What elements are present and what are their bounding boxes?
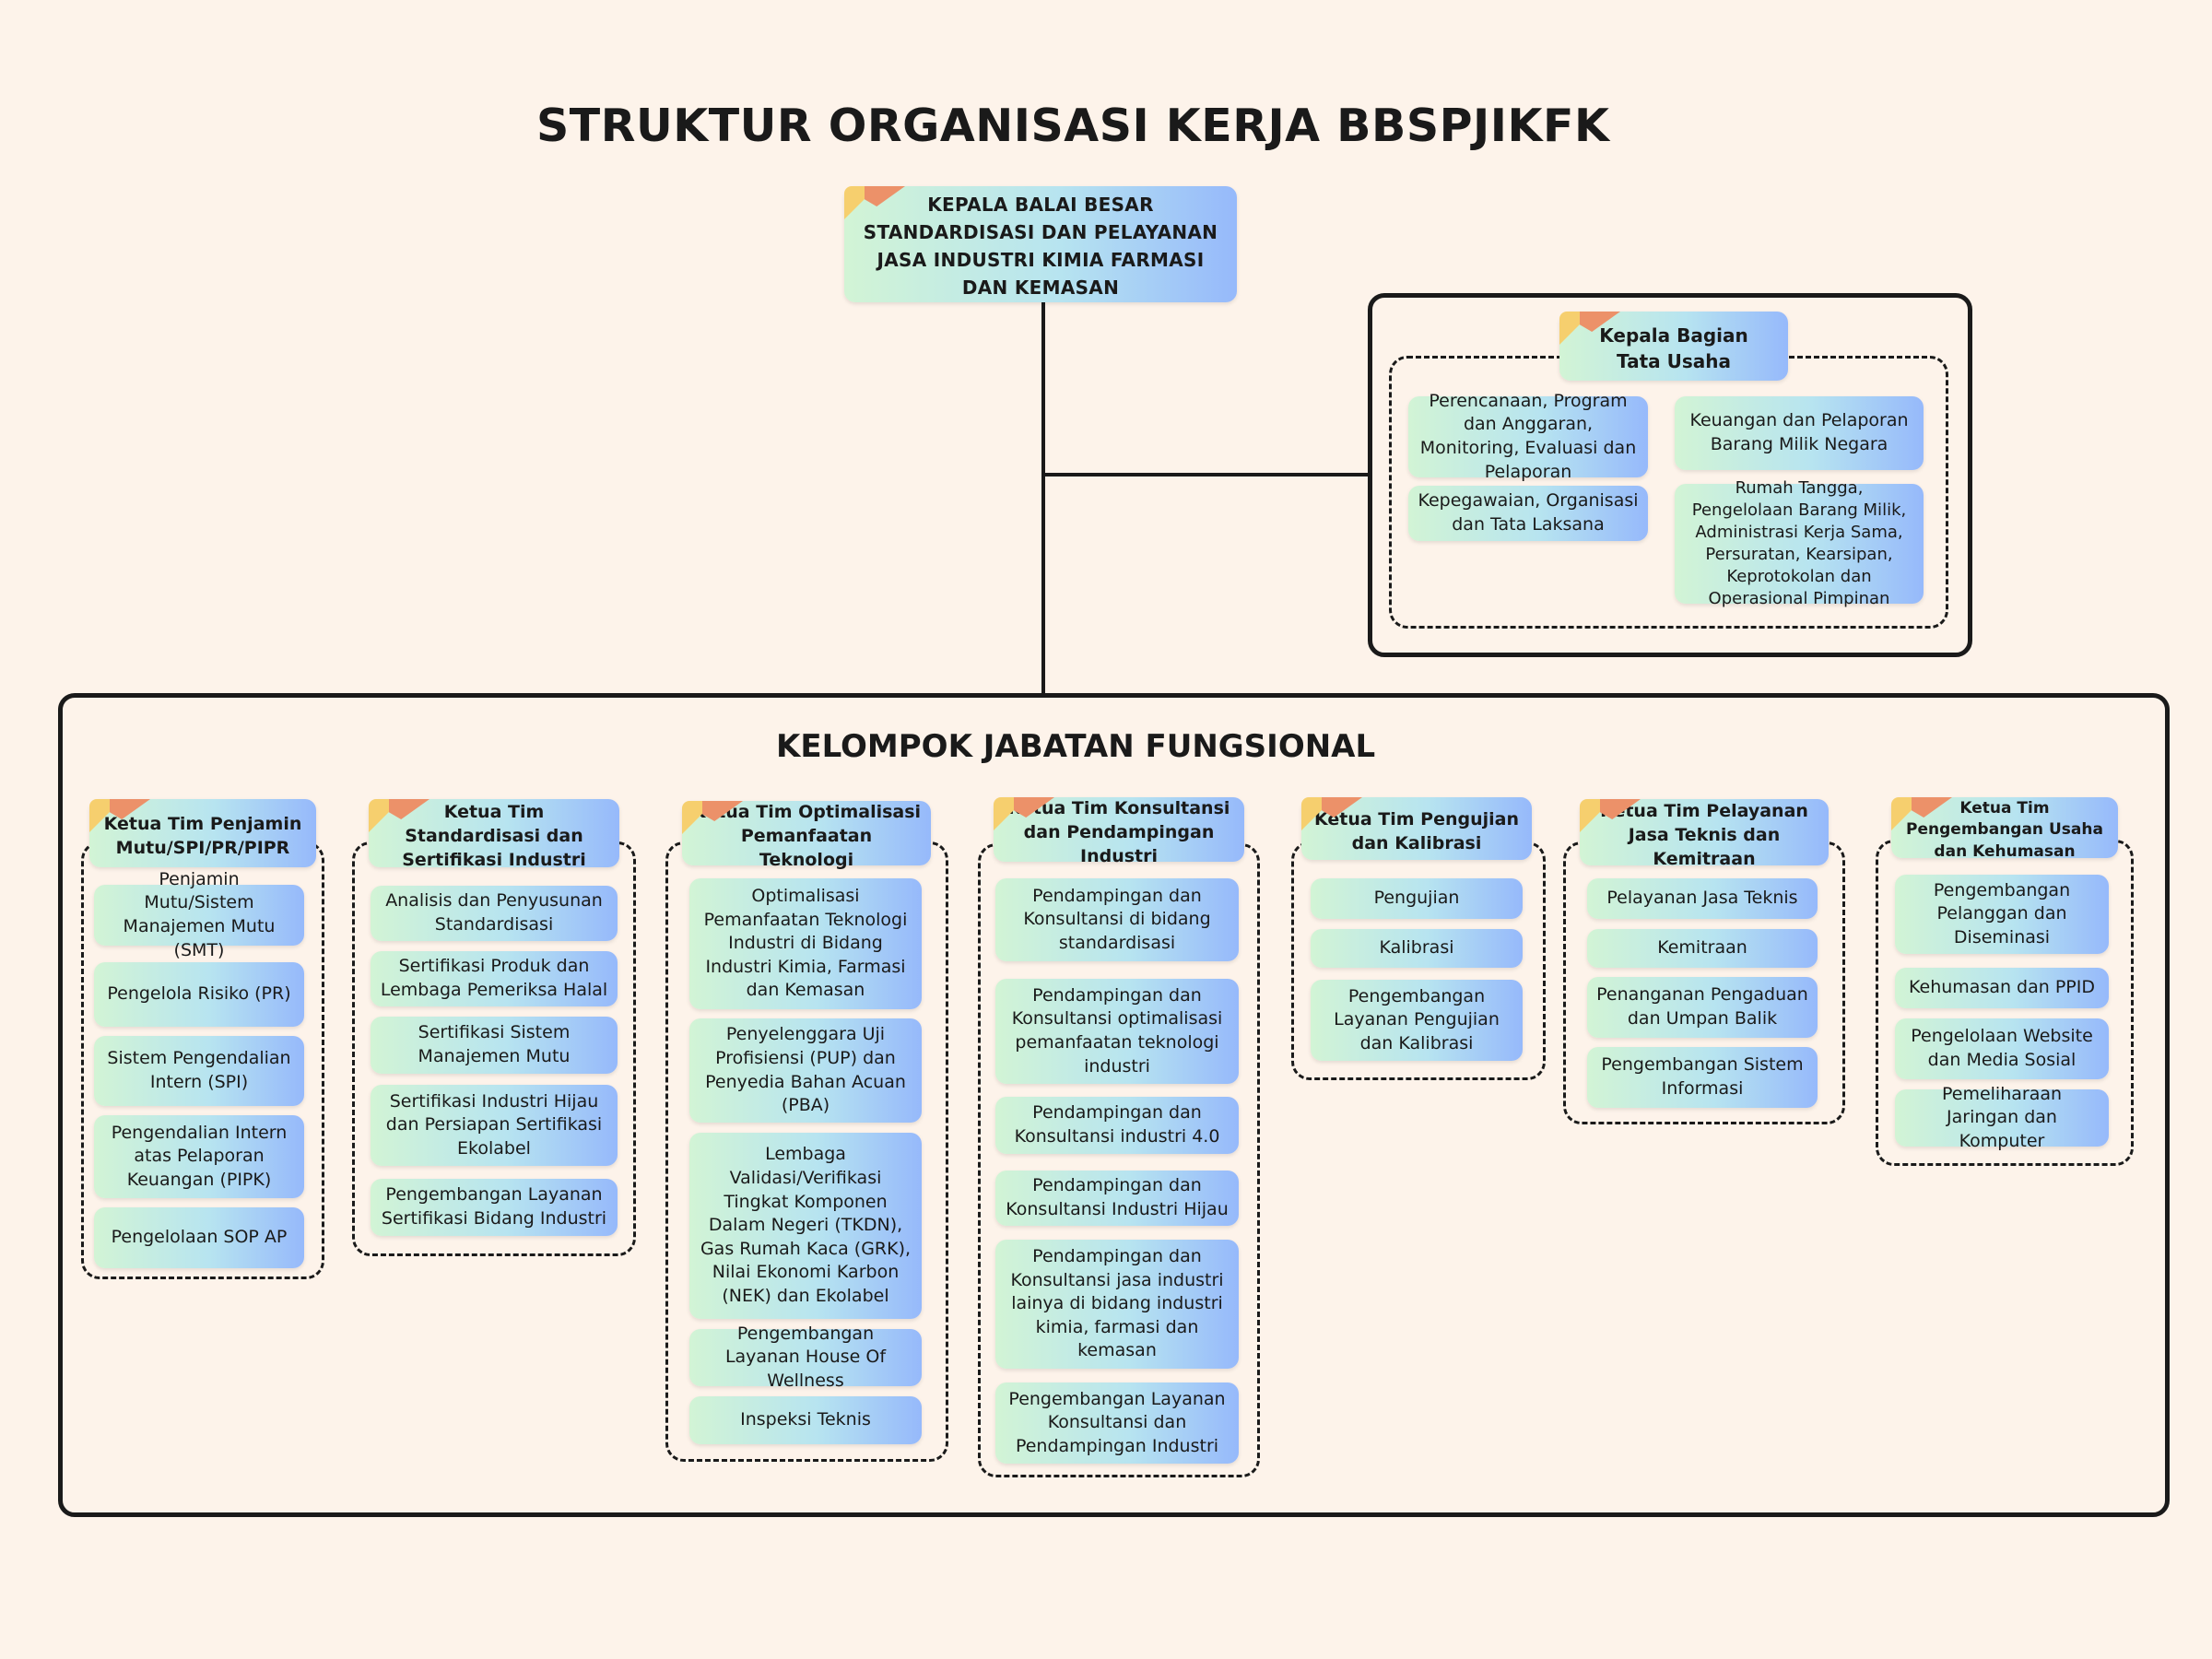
connector-vertical bbox=[1041, 302, 1045, 695]
team-item: Sertifikasi Industri Hijau dan Persiapan… bbox=[371, 1085, 618, 1166]
team-item: Pengembangan Pelanggan dan Diseminasi bbox=[1895, 875, 2109, 954]
corner-decoration bbox=[1580, 799, 1644, 832]
kepala-balai-line: JASA INDUSTRI KIMIA FARMASI bbox=[877, 249, 1205, 271]
fungsional-title: KELOMPOK JABATAN FUNGSIONAL bbox=[776, 728, 1376, 765]
page-title: STRUKTUR ORGANISASI KERJA BBSPJIKFK bbox=[536, 100, 1610, 152]
team-item: Penyelenggara Uji Profisiensi (PUP) dan … bbox=[689, 1018, 922, 1123]
corner-decoration bbox=[369, 799, 433, 832]
kepala-balai-line: DAN KEMASAN bbox=[961, 276, 1120, 299]
tata-usaha-item: Kepegawaian, Organisasi dan Tata Laksana bbox=[1408, 486, 1648, 541]
team-head: Ketua Tim Pengembangan Usaha dan Kehumas… bbox=[1891, 797, 2118, 861]
team-item: Analisis dan Penyusunan Standardisasi bbox=[371, 886, 618, 941]
team-item: Pengembangan Layanan Sertifikasi Bidang … bbox=[371, 1179, 618, 1236]
team-item: Penanganan Pengaduan dan Umpan Balik bbox=[1587, 977, 1818, 1038]
corner-decoration bbox=[844, 186, 909, 219]
kepala-balai-line: STANDARDISASI DAN PELAYANAN bbox=[863, 221, 1218, 243]
team-item: Pendampingan dan Konsultansi optimalisas… bbox=[995, 979, 1239, 1084]
connector-horizontal bbox=[1041, 473, 1370, 477]
team-head: Ketua Tim Pelayanan Jasa Teknis dan Kemi… bbox=[1580, 799, 1829, 869]
team-item: Kehumasan dan PPID bbox=[1895, 968, 2109, 1008]
team-item: Penjamin Mutu/Sistem Manajemen Mutu (SMT… bbox=[94, 869, 304, 960]
team-item: Pengembangan Layanan House Of Wellness bbox=[689, 1324, 922, 1391]
team-head: Ketua Tim Konsultansi dan Pendampingan I… bbox=[994, 797, 1244, 866]
kepala-balai-box: KEPALA BALAI BESAR STANDARDISASI DAN PEL… bbox=[844, 186, 1237, 302]
team-item: Pendampingan dan Konsultansi industri 4.… bbox=[995, 1097, 1239, 1154]
corner-decoration bbox=[994, 797, 1058, 830]
team-item: Pengelolaan SOP AP bbox=[94, 1207, 304, 1268]
team-head: Ketua Tim Pengujian dan Kalibrasi bbox=[1301, 797, 1532, 860]
team-item: Pendampingan dan Konsultansi Industri Hi… bbox=[995, 1171, 1239, 1226]
team-item: Inspeksi Teknis bbox=[689, 1396, 922, 1444]
tata-usaha-item: Perencanaan, Program dan Anggaran, Monit… bbox=[1408, 391, 1648, 482]
team-head: Ketua Tim Optimalisasi Pemanfaatan Tekno… bbox=[682, 801, 931, 870]
tata-usaha-item: Keuangan dan Pelaporan Barang Milik Nega… bbox=[1675, 396, 1924, 470]
team-item: Kemitraan bbox=[1587, 929, 1818, 968]
team-item: Pelayanan Jasa Teknis bbox=[1587, 878, 1818, 919]
team-item: Pengembangan Sistem Informasi bbox=[1587, 1047, 1818, 1108]
team-head: Ketua Tim Penjamin Mutu/SPI/PR/PIPR bbox=[89, 799, 316, 867]
team-head-label: Ketua Tim Standardisasi dan Sertifikasi … bbox=[402, 801, 586, 871]
team-item: Optimalisasi Pemanfaatan Teknologi Indus… bbox=[689, 878, 922, 1009]
team-item: Pemeliharaan Jaringan dan Komputer bbox=[1895, 1084, 2109, 1151]
team-item: Pengembangan Layanan Pengujian dan Kalib… bbox=[1311, 980, 1523, 1061]
kepala-tata-usaha-box: Kepala Bagian Tata Usaha bbox=[1559, 312, 1788, 381]
corner-decoration bbox=[89, 799, 154, 832]
team-item: Pengelolaan Website dan Media Sosial bbox=[1895, 1018, 2109, 1079]
team-item: Pendampingan dan Konsultansi di bidang s… bbox=[995, 878, 1239, 961]
corner-decoration bbox=[1559, 312, 1624, 345]
team-head-label: Ketua Tim Optimalisasi Pemanfaatan Tekno… bbox=[691, 801, 922, 871]
tata-usaha-panel bbox=[1368, 293, 1972, 657]
team-item: Kalibrasi bbox=[1311, 929, 1523, 968]
team-item: Pengujian bbox=[1311, 878, 1523, 919]
team-item: Sertifikasi Produk dan Lembaga Pemeriksa… bbox=[371, 951, 618, 1006]
team-item: Pendampingan dan Konsultansi jasa indust… bbox=[995, 1240, 1239, 1369]
team-item: Pengendalian Intern atas Pelaporan Keuan… bbox=[94, 1115, 304, 1198]
team-item: Sertifikasi Sistem Manajemen Mutu bbox=[371, 1017, 618, 1074]
corner-decoration bbox=[1301, 797, 1366, 830]
fungsional-panel bbox=[58, 693, 2170, 1517]
kepala-balai-line: KEPALA BALAI BESAR bbox=[927, 194, 1154, 216]
team-item: Pengelola Risiko (PR) bbox=[94, 962, 304, 1027]
team-item: Sistem Pengendalian Intern (SPI) bbox=[94, 1036, 304, 1106]
corner-decoration bbox=[682, 801, 747, 834]
team-head-label: Ketua Tim Pelayanan Jasa Teknis dan Kemi… bbox=[1600, 800, 1808, 870]
tata-usaha-item: Rumah Tangga, Pengelolaan Barang Milik, … bbox=[1675, 478, 1924, 608]
team-head-label: Ketua Tim Konsultansi dan Pendampingan I… bbox=[1007, 797, 1230, 867]
team-item: Pengembangan Layanan Konsultansi dan Pen… bbox=[995, 1382, 1239, 1464]
kepala-tata-usaha-line: Kepala Bagian bbox=[1599, 324, 1748, 347]
team-head: Ketua Tim Standardisasi dan Sertifikasi … bbox=[369, 799, 619, 870]
team-item: Lembaga Validasi/Verifikasi Tingkat Komp… bbox=[689, 1133, 922, 1319]
corner-decoration bbox=[1891, 797, 1956, 830]
kepala-tata-usaha-line: Tata Usaha bbox=[1617, 349, 1731, 372]
